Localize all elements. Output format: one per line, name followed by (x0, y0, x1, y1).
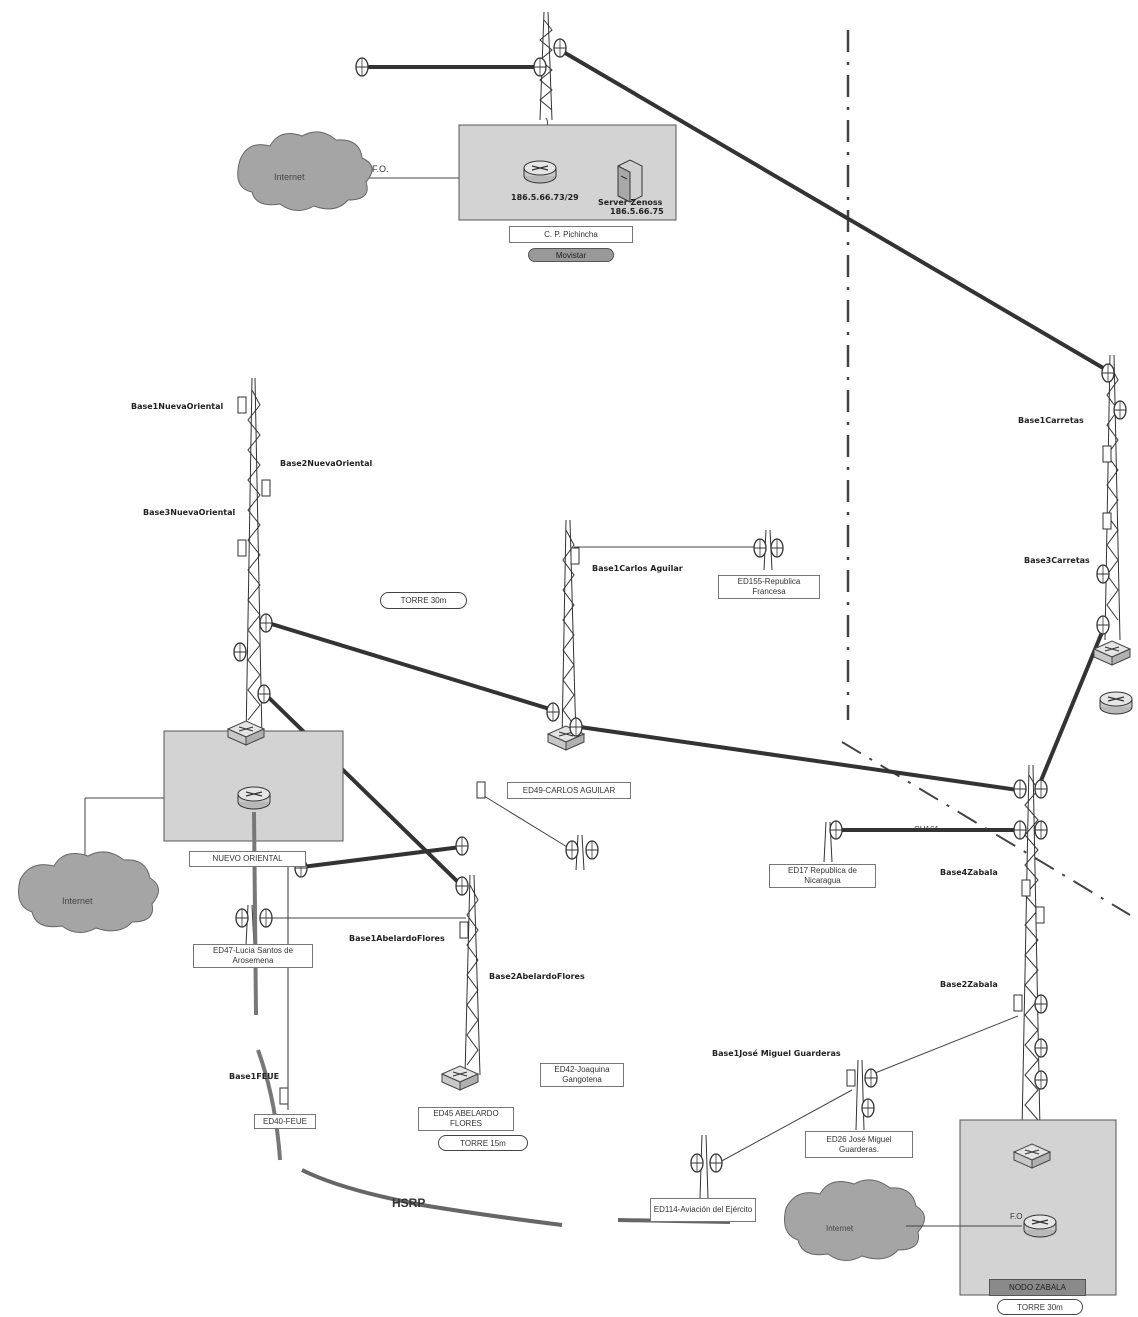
label-base1-nueva-oriental: Base1NuevaOriental (131, 402, 224, 411)
label-base2-nueva-oriental: Base2NuevaOriental (280, 459, 373, 468)
cloud-label-nueva-oriental: Internet (62, 896, 93, 906)
server-icon (617, 159, 643, 203)
link-carlos-aguilar-zabala (578, 725, 1020, 792)
router-ip-label: 186.5.66.73/29 (511, 193, 579, 202)
router-pichincha (523, 160, 557, 184)
remote-ed26: ED26 José Miguel Guarderas. (805, 1131, 913, 1158)
tower-height-nueva-oriental: TORRE 30m (380, 592, 467, 609)
hsrp-label: HSRP (392, 1196, 426, 1210)
tower-abelardo-flores (464, 874, 481, 1076)
cloud-label-pichincha: Internet (274, 172, 305, 182)
cloud-icon-nueva-oriental (18, 851, 159, 933)
label-base3-nueva-oriental: Base3NuevaOriental (143, 508, 236, 517)
tower-carretas (1104, 354, 1121, 641)
site-name-zabala: NODO ZABALA (989, 1279, 1086, 1296)
label-base1-carlos-aguilar: Base1Carlos Aguilar (592, 564, 683, 573)
label-base3-carretas: Base3Carretas (1024, 556, 1090, 565)
provider-badge: Movistar (528, 248, 614, 262)
link-feue-abelardo-flores (300, 845, 463, 869)
server-name-label: Server Zenoss (598, 198, 663, 207)
link-ed42-abelardo-flores (483, 795, 573, 851)
label-base2-zabala: Base2Zabala (940, 980, 998, 989)
fo-label-pichincha: F.O. (372, 164, 389, 174)
tower-zabala (1021, 764, 1041, 1131)
label-base1-abelardo-flores: Base1AbelardoFlores (349, 934, 445, 943)
label-base2-abelardo-flores: Base2AbelardoFlores (489, 972, 585, 981)
link-guarderas-zabala (869, 1015, 1019, 1076)
label-base1-guarderas: Base1José Miguel Guarderas (712, 1049, 841, 1058)
cloud-label-zabala: Internet (826, 1224, 854, 1233)
link-nueva-oriental-carlos-aguilar (263, 620, 555, 712)
site-name-abelardo-flores: ED45 ABELARDO FLORES (418, 1107, 514, 1131)
panel-icon (237, 396, 1112, 1105)
link-aviacion-guarderas (717, 1089, 853, 1164)
tower-height-zabala: TORRE 30m (997, 1299, 1083, 1315)
router-carretas (1099, 691, 1133, 715)
tower-nueva-oriental (245, 377, 263, 741)
site-name-nueva-oriental: NUEVO ORIENTAL (189, 851, 306, 867)
tower-height-abelardo-flores: TORRE 15m (438, 1135, 528, 1151)
remote-ed114: ED114-Aviación del Ejército (650, 1198, 756, 1222)
link-pichincha-carretas (558, 48, 1112, 374)
router-zabala (1023, 1214, 1057, 1238)
label-base4-zabala: Base4Zabala (940, 868, 998, 877)
label-base1-carretas: Base1Carretas (1018, 416, 1084, 425)
channel-label: CH161 (914, 825, 939, 834)
router-nueva-oriental (237, 786, 271, 810)
switch-abelardo-flores (441, 1065, 479, 1091)
cloud-icon-pichincha (237, 131, 373, 211)
hsrp-arc-feue (256, 1049, 282, 1161)
site-name-carlos-aguilar: ED49-CARLOS AGUILAR (507, 782, 631, 799)
tower-ed26 (855, 1059, 865, 1131)
tower-ed47 (245, 904, 255, 946)
dish-icon (233, 38, 1127, 1173)
remote-ed42: ED42-Joaquina Gangotena (540, 1063, 624, 1087)
remote-ed47: ED47-Lucia Santos de Arosemena (193, 944, 313, 968)
server-ip-label: 186.5.66.75 (610, 207, 664, 216)
site-name-pichincha: C. P. Pichincha (509, 226, 633, 243)
cloud-icon-zabala (784, 1179, 925, 1261)
switch-carretas (1093, 640, 1131, 666)
remote-ed155: ED155-Republica Francesa (718, 575, 820, 599)
fo-label-zabala: F.O (1010, 1212, 1023, 1221)
hsrp-arc-left (301, 1168, 563, 1227)
hsrp-arc-oriental (252, 811, 258, 1016)
room-zabala (959, 1119, 1117, 1296)
label-base1-feue: Base1FEUE (229, 1072, 280, 1081)
link-carretas-zabala (1038, 628, 1105, 785)
remote-ed17: ED17 Republica de Nicaragua (769, 864, 876, 888)
remote-ed40: ED40-FEUE (254, 1114, 316, 1129)
